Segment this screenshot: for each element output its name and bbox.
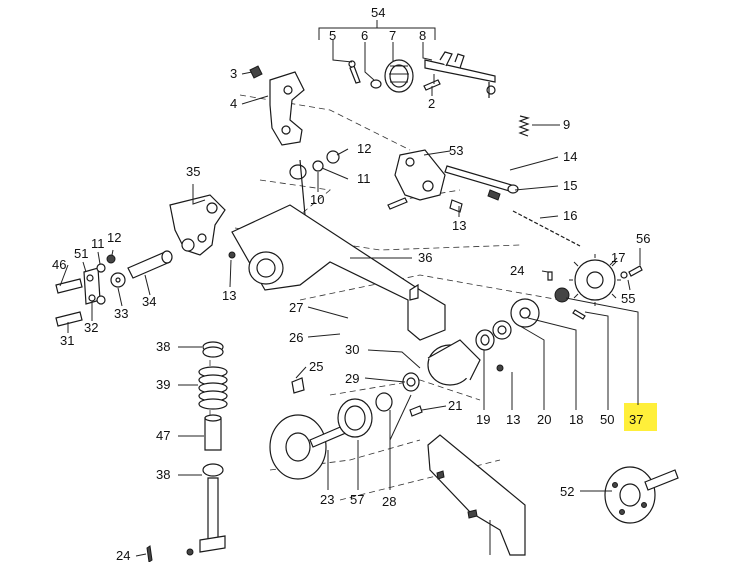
callout-47: 47 (156, 428, 170, 443)
callout-12-left: 12 (107, 230, 121, 245)
callout-12-top: 12 (357, 141, 371, 156)
callout-30: 30 (345, 342, 359, 357)
callout-20: 20 (537, 412, 551, 427)
callout-37-highlighted[interactable]: 37 (629, 412, 643, 427)
highlight-37-background (624, 403, 657, 431)
part-9-spring (518, 115, 531, 137)
part-54-assembly (318, 20, 496, 98)
callout-53: 53 (449, 143, 463, 158)
callout-56: 56 (636, 231, 650, 246)
callout-4: 4 (230, 96, 237, 111)
callout-54: 54 (371, 5, 385, 20)
callout-9: 9 (563, 117, 570, 132)
callout-27: 27 (289, 300, 303, 315)
callout-33: 33 (114, 306, 128, 321)
callout-labels: 54 5 6 7 8 3 4 2 9 12 11 10 53 14 15 16 … (52, 5, 650, 562)
callout-13-top: 13 (452, 218, 466, 233)
assembly-dash-lines (209, 94, 561, 501)
part-30-hub (427, 298, 540, 386)
callout-28: 28 (382, 494, 396, 509)
callout-7: 7 (389, 28, 396, 43)
callout-10: 10 (310, 192, 324, 207)
callout-18: 18 (569, 412, 583, 427)
callout-35: 35 (186, 164, 200, 179)
callout-57: 57 (350, 492, 364, 507)
callout-6: 6 (361, 28, 368, 43)
callout-34: 34 (142, 294, 156, 309)
callout-36: 36 (418, 250, 432, 265)
callout-23: 23 (320, 492, 334, 507)
part-36-main-frame (228, 204, 446, 341)
callout-17: 17 (611, 250, 625, 265)
callout-21: 21 (448, 398, 462, 413)
spring-column (146, 341, 228, 562)
callout-50: 50 (600, 412, 614, 427)
parts-14-15-16 (444, 165, 581, 247)
callout-11-left: 11 (91, 236, 105, 251)
callout-31: 31 (60, 333, 74, 348)
callout-25: 25 (309, 359, 323, 374)
callout-51: 51 (74, 246, 88, 261)
callout-19: 19 (476, 412, 490, 427)
part-52-hub (604, 466, 679, 524)
callout-24-right: 24 (510, 263, 524, 278)
callout-2: 2 (428, 96, 435, 111)
callout-26: 26 (289, 330, 303, 345)
leader-lines (59, 40, 641, 557)
callout-13-right: 13 (506, 412, 520, 427)
callout-13-left: 13 (222, 288, 236, 303)
part-17-sprocket (547, 254, 643, 320)
part-23-hub (269, 372, 423, 480)
callout-11-top: 11 (357, 171, 371, 186)
callout-24-bottom: 24 (116, 548, 130, 562)
parts-shaft-34 (55, 250, 173, 327)
callout-15: 15 (563, 178, 577, 193)
callout-3: 3 (230, 66, 237, 81)
blade-part (427, 434, 526, 556)
callout-46: 46 (52, 257, 66, 272)
callout-52: 52 (560, 484, 574, 499)
callout-16: 16 (563, 208, 577, 223)
callout-55: 55 (621, 291, 635, 306)
callout-38-top: 38 (156, 339, 170, 354)
callout-29: 29 (345, 371, 359, 386)
callout-38-bottom: 38 (156, 467, 170, 482)
callout-39: 39 (156, 377, 170, 392)
callout-32: 32 (84, 320, 98, 335)
part-35-bracket (169, 194, 226, 256)
callout-8: 8 (419, 28, 426, 43)
part-53-bracket (289, 149, 446, 216)
callout-5: 5 (329, 28, 336, 43)
callout-14: 14 (563, 149, 577, 164)
part-4-plate (249, 65, 305, 146)
